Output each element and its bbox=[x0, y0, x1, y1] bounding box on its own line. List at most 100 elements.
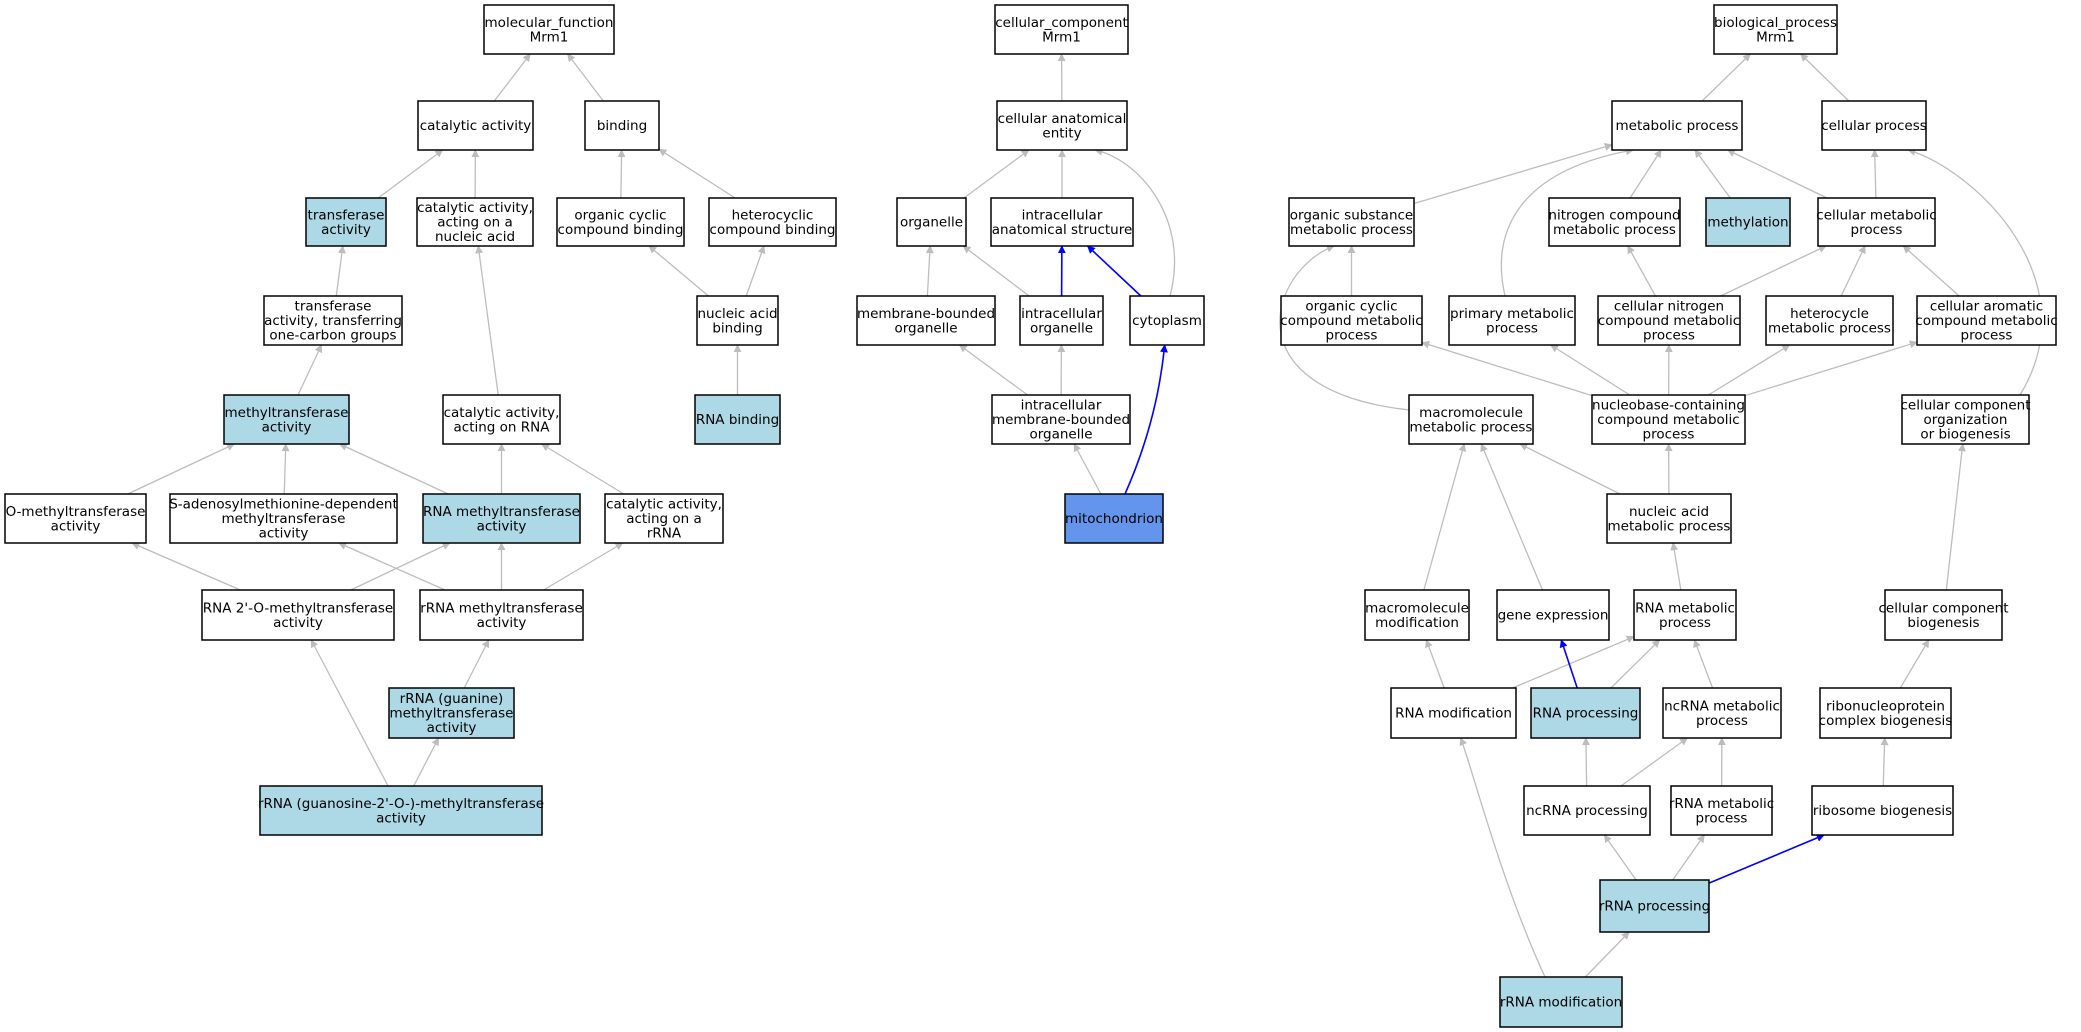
edge-intra_organelle-to-organelle bbox=[962, 245, 1030, 297]
node-box bbox=[388, 687, 515, 739]
node-label: compound metabolic bbox=[1597, 412, 1739, 428]
node-rna-mod[interactable]: RNA modification bbox=[1390, 687, 1517, 739]
edge-ncrna_met-to-rna_met bbox=[1693, 639, 1714, 689]
node-rrna-proc[interactable]: rRNA processing bbox=[1599, 879, 1710, 933]
node-metabolic[interactable]: metabolic process bbox=[1611, 100, 1743, 151]
node-label: primary metabolic bbox=[1450, 306, 1574, 322]
node-box bbox=[1670, 785, 1773, 836]
node-box bbox=[556, 197, 685, 247]
node-label: process bbox=[1696, 810, 1748, 826]
edge-nitro_comp-to-metabolic bbox=[1629, 149, 1662, 199]
node-cat-rna[interactable]: catalytic activity,acting on RNA bbox=[442, 394, 561, 445]
node-box bbox=[1633, 589, 1737, 641]
node-organelle[interactable]: organelle bbox=[896, 197, 967, 247]
node-label: RNA modification bbox=[1395, 706, 1512, 722]
node-box bbox=[604, 493, 724, 544]
edge-rrna_guanosine-to-rna_2o_methyl bbox=[310, 639, 389, 787]
node-label: ribosome biogenesis bbox=[1813, 803, 1952, 819]
node-box bbox=[263, 295, 403, 346]
node-label: modification bbox=[1375, 615, 1459, 631]
node-ribosome-biogen[interactable]: ribosome biogenesis bbox=[1811, 785, 1954, 836]
node-label: activity bbox=[51, 518, 101, 534]
node-rrna-guanosine[interactable]: rRNA (guanosine-2'-O-)-methyltransferase… bbox=[258, 785, 544, 836]
node-methylation[interactable]: methylation bbox=[1705, 197, 1791, 247]
node-label: compound binding bbox=[558, 222, 684, 238]
node-cytoplasm[interactable]: cytoplasm bbox=[1129, 295, 1205, 346]
node-label: cellular anatomical bbox=[998, 111, 1127, 127]
edge-cc_biogen-to-cc_org bbox=[1945, 443, 1966, 591]
node-label: or biogenesis bbox=[1920, 427, 2010, 443]
node-ncrna-proc[interactable]: ncRNA processing bbox=[1523, 785, 1651, 836]
node-label: RNA methyltransferase bbox=[423, 504, 580, 520]
node-catalytic[interactable]: catalytic activity bbox=[417, 100, 534, 151]
node-cellular-proc[interactable]: cellular process bbox=[1821, 100, 1927, 151]
node-label: intracellular bbox=[1021, 306, 1102, 322]
node-rna-bind[interactable]: RNA binding bbox=[694, 394, 781, 445]
node-box bbox=[584, 100, 660, 151]
node-label: metabolic process bbox=[1616, 118, 1739, 134]
node-box bbox=[442, 394, 561, 445]
node-box bbox=[694, 394, 781, 445]
node-binding[interactable]: binding bbox=[584, 100, 660, 151]
node-label: methyltransferase bbox=[225, 405, 349, 421]
node-box bbox=[1548, 197, 1681, 247]
edge-gene_expr-to-macro_met bbox=[1480, 443, 1544, 591]
edge-methylation-to-metabolic bbox=[1694, 149, 1731, 199]
node-gene-expr[interactable]: gene expression bbox=[1496, 589, 1610, 641]
edge-rrna_guanine-to-rrna_methyl bbox=[463, 639, 490, 689]
node-box bbox=[1884, 589, 2003, 641]
edge-cat_rna-to-cat_nucleic bbox=[475, 245, 499, 396]
edge-rna_2o_methyl-to-rna_methyl bbox=[350, 542, 451, 591]
node-label: intracellular bbox=[1021, 398, 1102, 414]
node-box bbox=[696, 295, 779, 346]
node-label: nitrogen compound bbox=[1548, 207, 1680, 223]
node-label: metabolic process bbox=[1553, 222, 1676, 238]
node-label: cellular component bbox=[1878, 600, 2008, 616]
node-label: rRNA metabolic bbox=[1669, 796, 1774, 812]
node-mitochondrion[interactable]: mitochondrion bbox=[1064, 493, 1164, 544]
node-box bbox=[259, 785, 543, 836]
node-rrna-mod[interactable]: rRNA modification bbox=[1499, 976, 1623, 1028]
node-sam-methyl[interactable]: S-adenosylmethionine-dependentmethyltran… bbox=[169, 493, 398, 544]
node-rna-proc[interactable]: RNA processing bbox=[1530, 687, 1641, 739]
